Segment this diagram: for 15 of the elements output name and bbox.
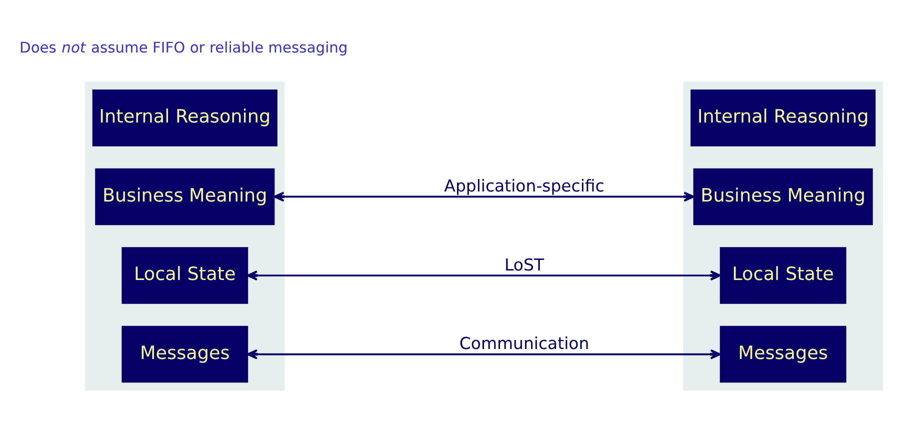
node-box: Local State <box>720 246 846 304</box>
arrow <box>274 191 694 202</box>
edge-label: LoST <box>504 254 544 274</box>
edge-label: Communication <box>459 334 590 353</box>
node-box: Local State <box>122 246 248 304</box>
label: Does not assume FIFO or reliable messaging <box>20 39 348 56</box>
arrow <box>246 270 721 280</box>
node-box: Business Meaning <box>95 168 275 225</box>
node-box: Internal Reasoning <box>92 89 278 146</box>
node-box: Messages <box>122 325 248 382</box>
arrow <box>246 348 721 359</box>
edge-label: Application-specific <box>444 176 604 196</box>
node-box: Messages <box>720 325 846 382</box>
node-box: Business Meaning <box>693 168 873 225</box>
node-box: Internal Reasoning <box>690 89 876 146</box>
